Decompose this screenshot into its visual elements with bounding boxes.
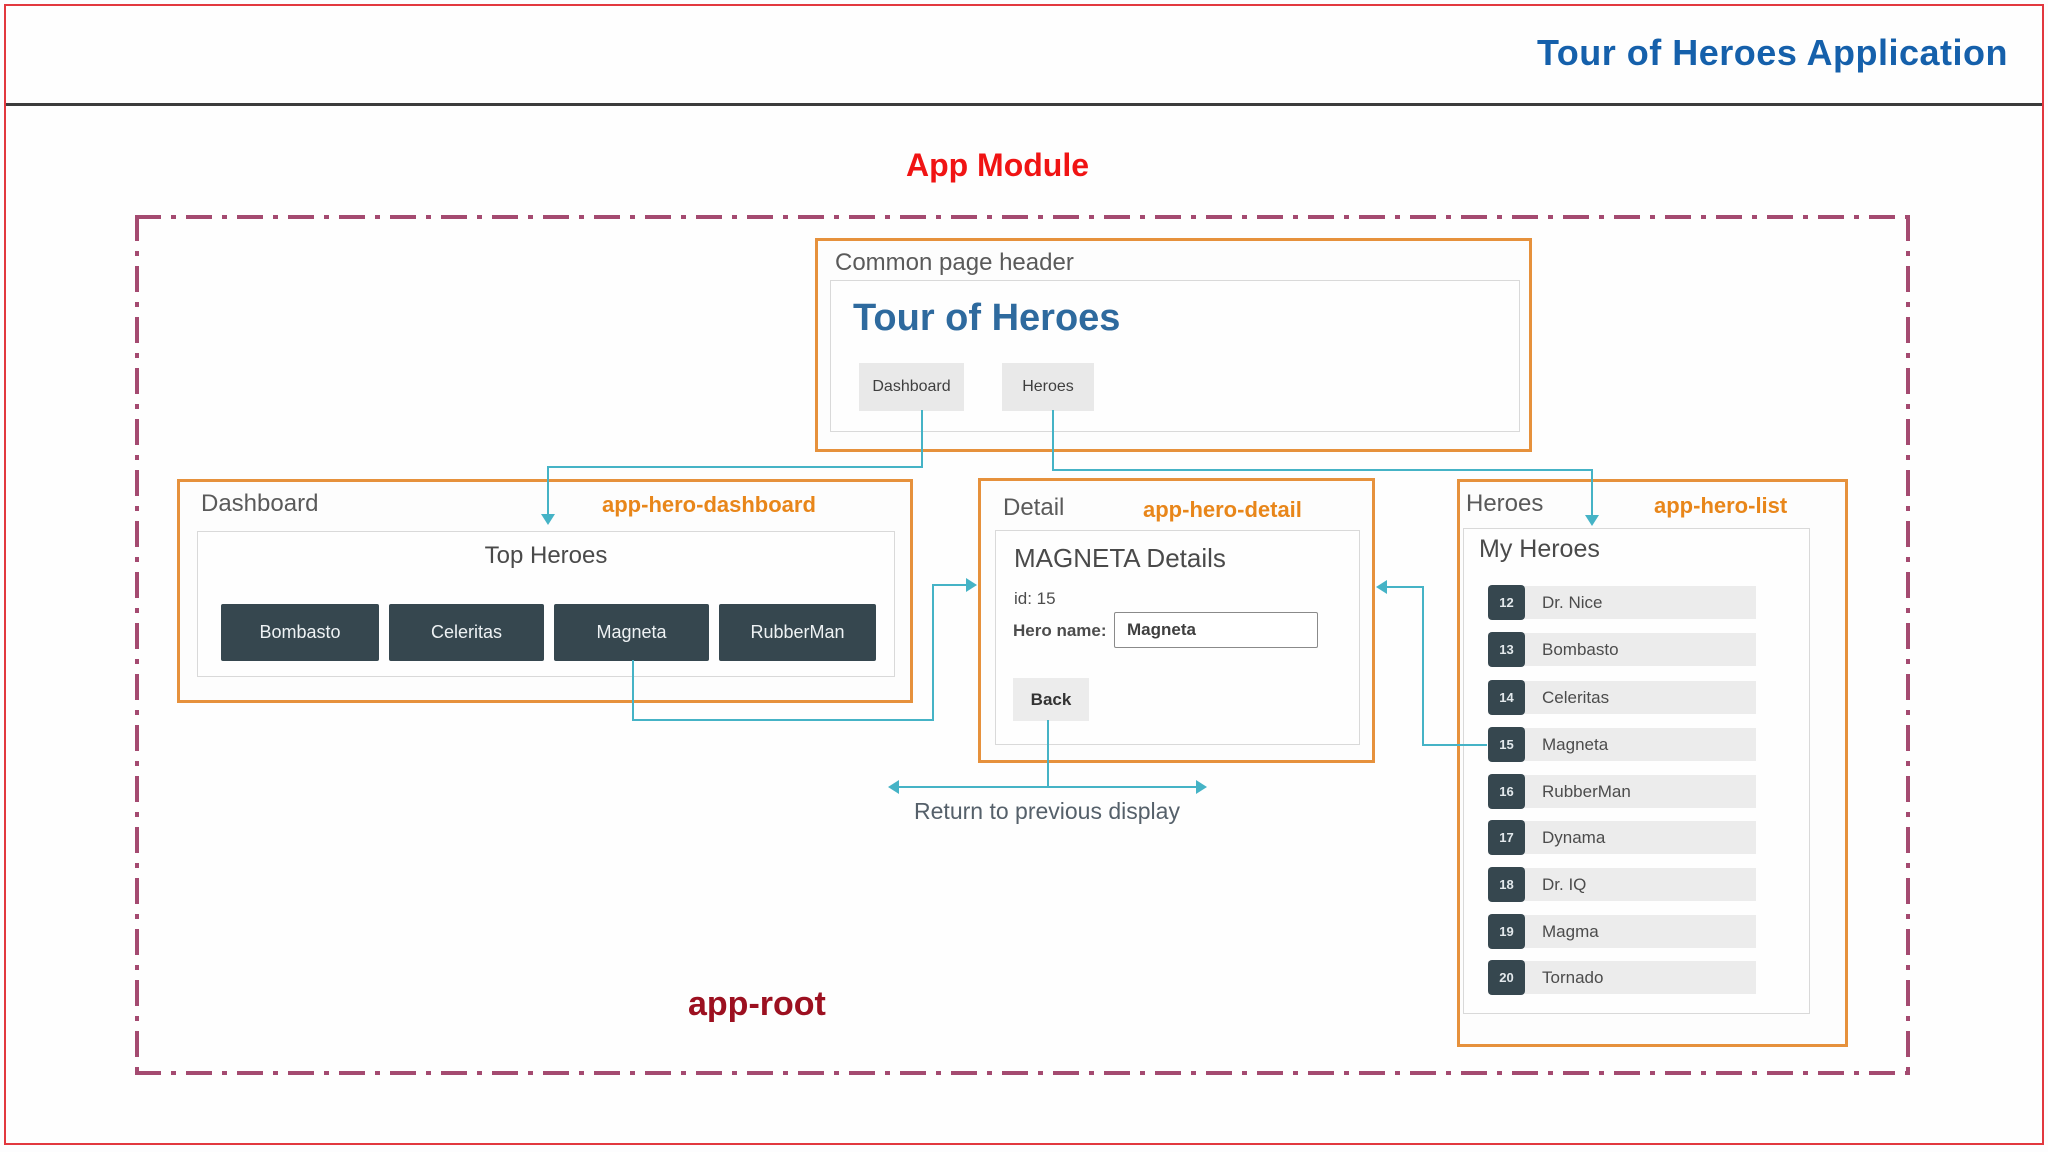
arrowhead-return-right: [1196, 780, 1207, 794]
hero-row-name: Magneta: [1542, 735, 1609, 754]
hero-id-badge: 20: [1488, 960, 1525, 995]
connector-heroes-horizontal: [1052, 469, 1592, 471]
connector-dashboard-into-box: [547, 466, 549, 516]
hero-name-label: Hero name:: [1013, 621, 1107, 640]
magneta-details-heading: MAGNETA Details: [1014, 543, 1226, 573]
detail-tag: app-hero-detail: [1143, 497, 1302, 522]
hero-row-15[interactable]: 15 Magneta: [1488, 727, 1756, 762]
nav-heroes-button[interactable]: Heroes: [1002, 363, 1094, 411]
nav-dashboard-button[interactable]: Dashboard: [859, 363, 964, 411]
dashboard-panel: Top Heroes Bombasto Celeritas Magneta Ru…: [197, 531, 895, 677]
hero-row-name: Tornado: [1542, 968, 1604, 987]
hero-button-celeritas[interactable]: Celeritas: [389, 604, 544, 661]
heroes-label: Heroes: [1466, 490, 1544, 517]
detail-label: Detail: [1003, 494, 1065, 521]
hero-row-name: Dynama: [1542, 828, 1606, 847]
tour-of-heroes-heading: Tour of Heroes: [853, 297, 1121, 339]
arrowhead-into-hero-list: [1585, 515, 1599, 526]
connector-dashboard-horizontal: [548, 466, 923, 468]
connector-magneta-drop: [632, 660, 634, 721]
arrowhead-into-detail-right: [1376, 580, 1387, 594]
top-heroes-heading: Top Heroes: [484, 542, 608, 569]
connector-dashboard-drop: [921, 410, 923, 468]
hero-row-14[interactable]: 14 Celeritas: [1488, 680, 1756, 715]
hero-id-badge: 12: [1488, 585, 1525, 620]
hero-row-name: RubberMan: [1542, 782, 1631, 801]
arrowhead-into-detail-left: [966, 578, 977, 592]
dashboard-tag: app-hero-dashboard: [602, 492, 816, 517]
hero-name-input[interactable]: [1114, 612, 1318, 648]
connector-magneta-rise: [932, 585, 934, 721]
page-title: Tour of Heroes Application: [1536, 32, 2008, 73]
hero-row-name: Dr. Nice: [1542, 593, 1603, 612]
app-module-label: App Module: [905, 147, 1090, 183]
arrowhead-into-dashboard: [541, 514, 555, 525]
common-page-header-label: Common page header: [835, 249, 1074, 276]
hero-row-name: Magma: [1542, 922, 1599, 941]
header-panel: Tour of Heroes Dashboard Heroes: [830, 280, 1520, 432]
hero-button-magneta[interactable]: Magneta: [554, 604, 709, 661]
connector-list-horizontal-top: [1387, 586, 1424, 588]
hero-id-badge: 17: [1488, 820, 1525, 855]
hero-id-badge: 18: [1488, 867, 1525, 902]
app-root-border-right: [1906, 215, 1910, 1075]
hero-list-panel: My Heroes 12 Dr. Nice 13 Bombasto 14 Cel…: [1463, 528, 1810, 1014]
hero-row-16[interactable]: 16 RubberMan: [1488, 774, 1756, 809]
app-root-border-left: [135, 215, 139, 1075]
hero-row-12[interactable]: 12 Dr. Nice: [1488, 585, 1756, 620]
hero-id-badge: 15: [1488, 727, 1525, 762]
detail-panel: MAGNETA Details id: 15 Hero name: Back: [995, 530, 1360, 745]
hero-list-tag: app-hero-list: [1654, 493, 1788, 518]
app-root-border-top: [135, 215, 1910, 219]
hero-row-name: Bombasto: [1542, 640, 1619, 659]
hero-id-text: id: 15: [1014, 589, 1056, 608]
my-heroes-heading: My Heroes: [1479, 535, 1600, 563]
hero-row-19[interactable]: 19 Magma: [1488, 914, 1756, 949]
connector-magneta-into-detail: [932, 584, 968, 586]
connector-heroes-into-box: [1591, 469, 1593, 517]
hero-button-rubberman[interactable]: RubberMan: [719, 604, 876, 661]
hero-id-badge: 13: [1488, 632, 1525, 667]
hero-id-badge: 16: [1488, 774, 1525, 809]
hero-row-name: Dr. IQ: [1542, 875, 1587, 894]
connector-list-horizontal-bottom: [1422, 744, 1487, 746]
app-root-label: app-root: [688, 985, 826, 1023]
connector-list-vertical: [1422, 586, 1424, 746]
app-root-border-bottom: [135, 1071, 1910, 1075]
title-separator-line: [6, 103, 2042, 106]
back-button[interactable]: Back: [1013, 678, 1089, 721]
hero-row-17[interactable]: 17 Dynama: [1488, 820, 1756, 855]
return-note: Return to previous display: [914, 798, 1180, 824]
hero-row-name: Celeritas: [1542, 688, 1610, 707]
connector-return-line: [897, 786, 1197, 788]
connector-magneta-horizontal: [632, 719, 934, 721]
hero-row-18[interactable]: 18 Dr. IQ: [1488, 867, 1756, 902]
connector-heroes-drop: [1052, 410, 1054, 471]
hero-row-13[interactable]: 13 Bombasto: [1488, 632, 1756, 667]
hero-id-badge: 14: [1488, 680, 1525, 715]
connector-back-drop: [1047, 720, 1049, 787]
dashboard-label: Dashboard: [201, 490, 319, 517]
hero-row-20[interactable]: 20 Tornado: [1488, 960, 1756, 995]
hero-id-badge: 19: [1488, 914, 1525, 949]
hero-button-bombasto[interactable]: Bombasto: [221, 604, 379, 661]
arrowhead-return-left: [888, 780, 899, 794]
